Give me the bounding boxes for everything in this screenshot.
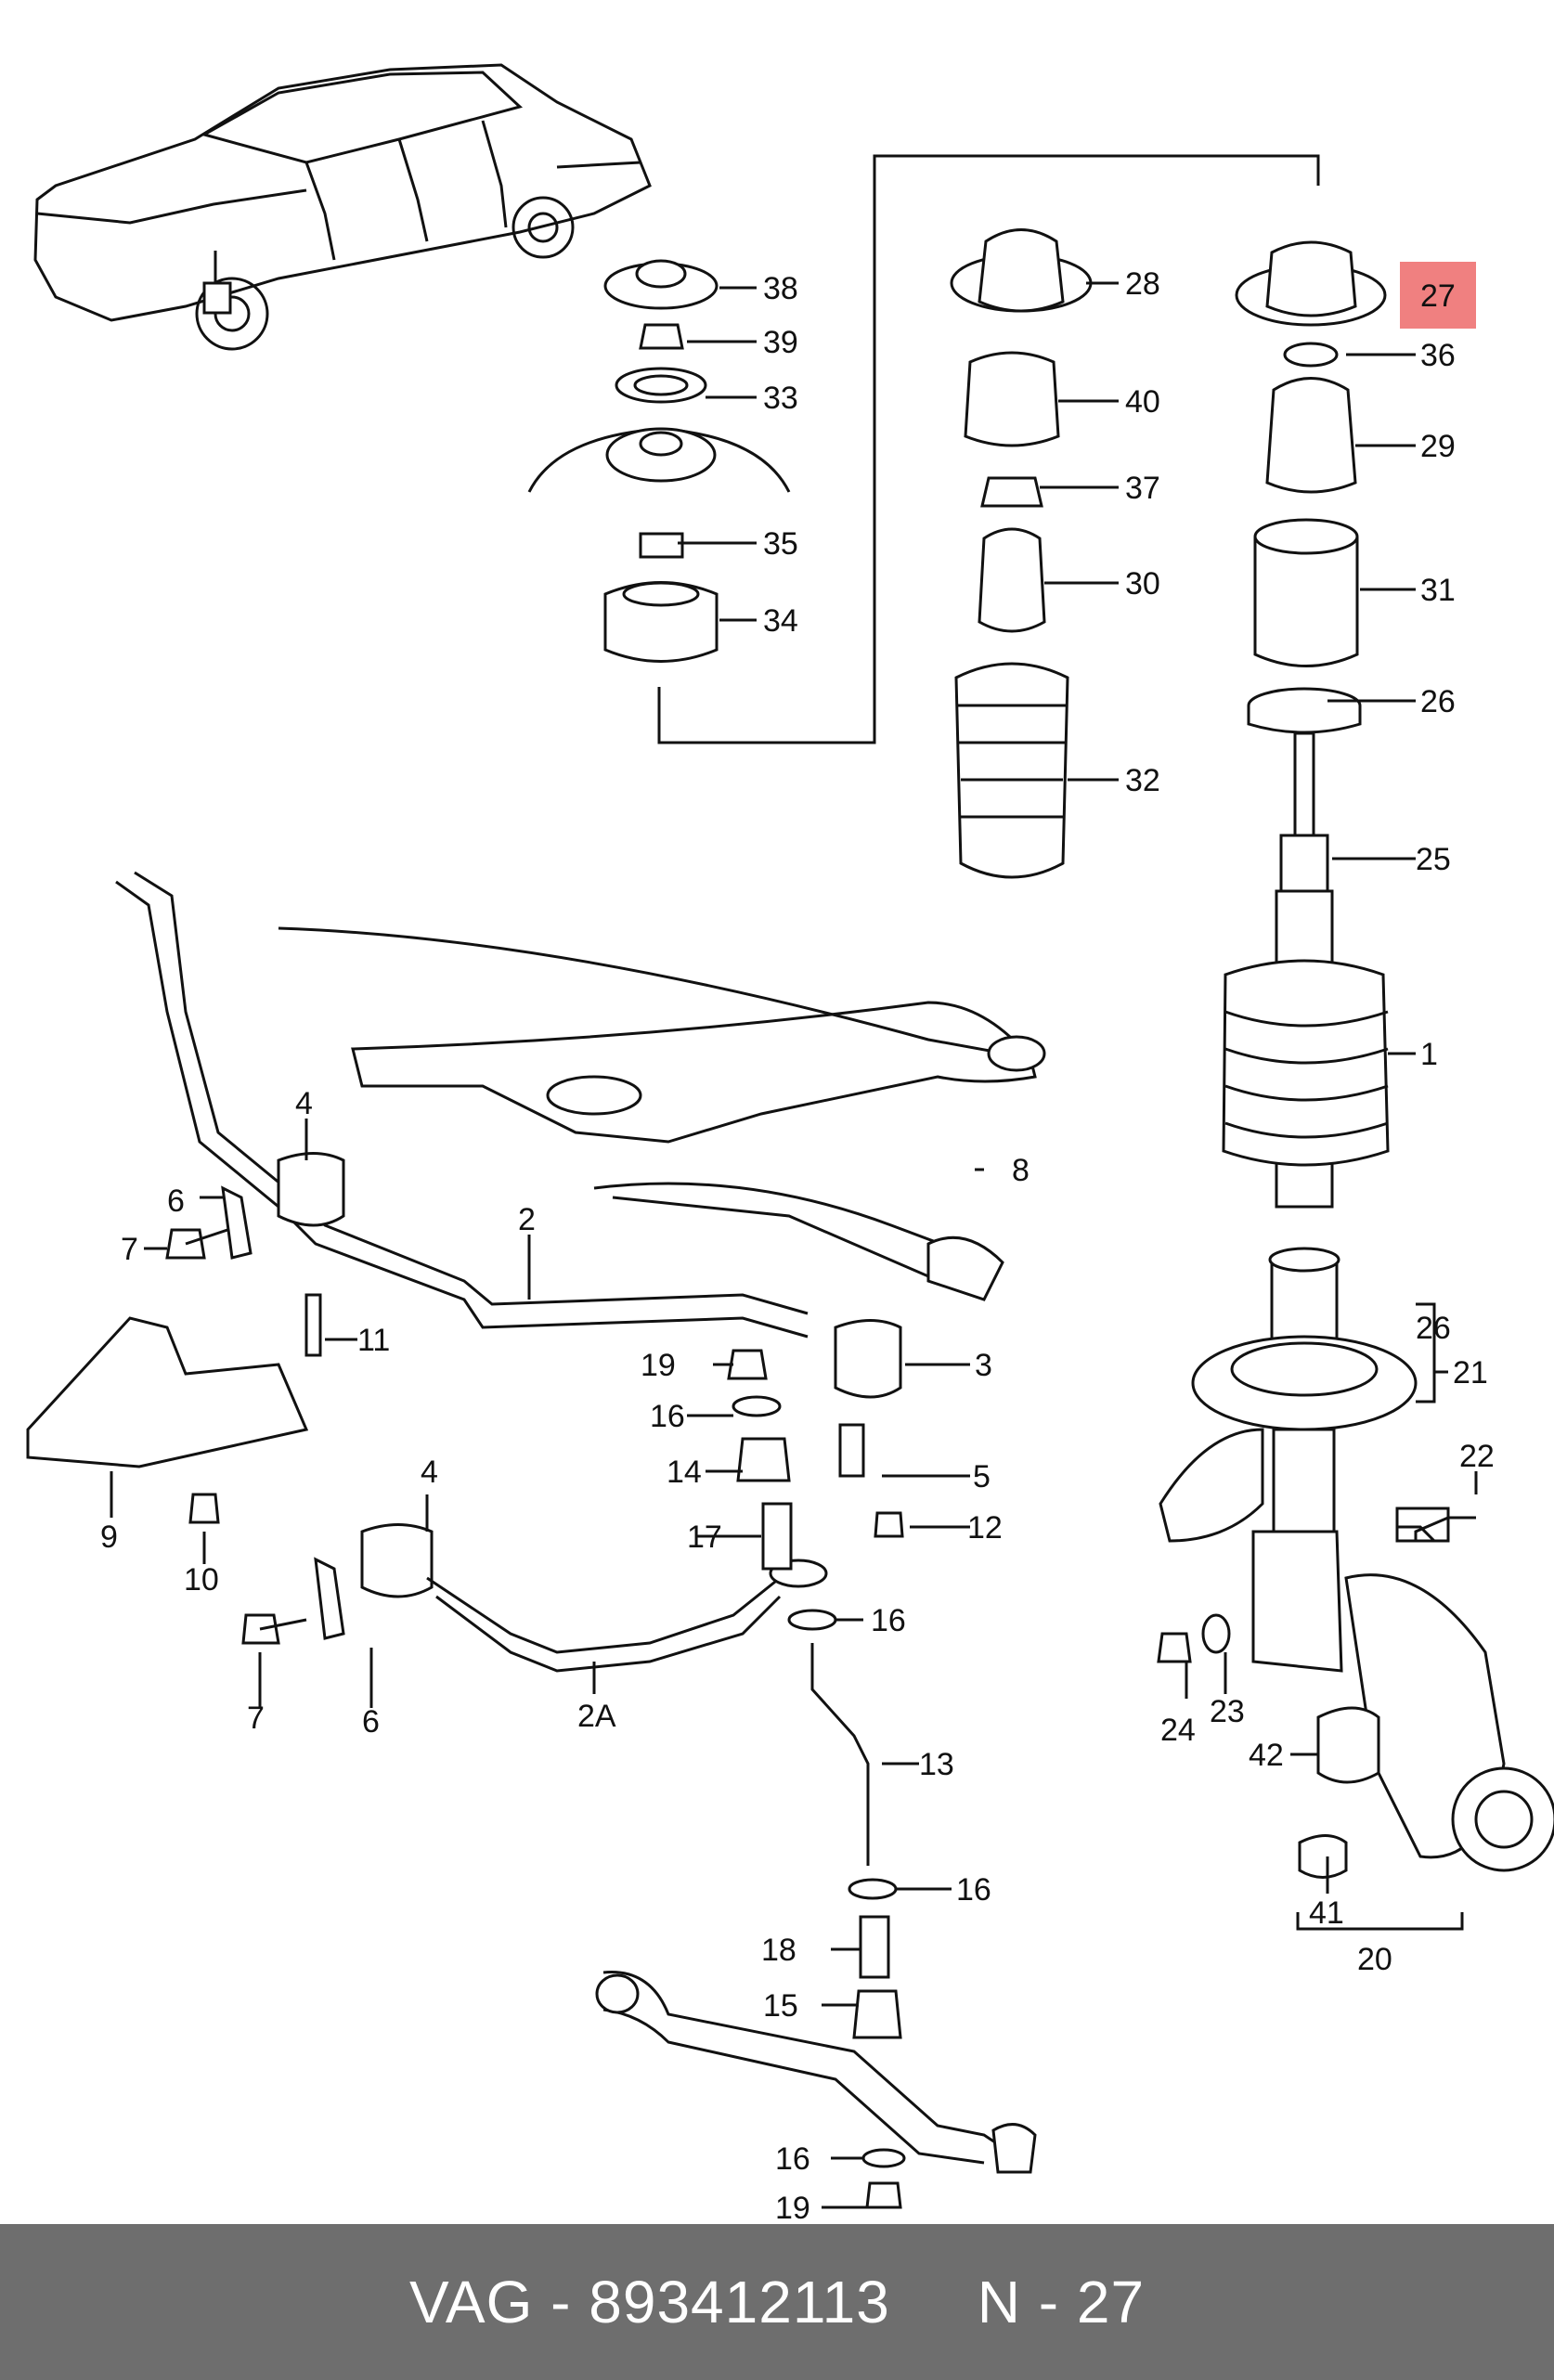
- callout-10: 10: [184, 1562, 219, 1597]
- callout-16-mid: 16: [871, 1603, 906, 1638]
- part-number-label: VAG - 893412113 N - 27: [408, 2269, 1146, 2335]
- callout-24: 24: [1160, 1713, 1196, 1748]
- callout-38: 38: [763, 271, 798, 306]
- callout-6-upper: 6: [167, 1184, 185, 1219]
- callout-4-upper: 4: [295, 1086, 313, 1121]
- callout-36: 36: [1420, 338, 1456, 373]
- callout-4-lower: 4: [421, 1455, 438, 1490]
- callout-9: 9: [100, 1520, 118, 1555]
- strut-assembly: [1157, 1247, 1554, 1879]
- callout-2a: 2A: [577, 1699, 616, 1734]
- callout-12: 12: [967, 1510, 1003, 1546]
- group-bracket: [657, 154, 1320, 744]
- callout-1: 1: [1420, 1037, 1438, 1072]
- callout-13: 13: [919, 1747, 954, 1782]
- callout-29: 29: [1420, 429, 1456, 464]
- footer-bar: VAG - 893412113 N - 27: [0, 2224, 1554, 2380]
- callout-16-lower: 16: [956, 1872, 991, 1908]
- callout-34: 34: [763, 603, 798, 639]
- callout-16-bottom: 16: [775, 2141, 810, 2177]
- column-c-parts: [1222, 240, 1390, 1209]
- car-illustration: [33, 63, 652, 351]
- callout-39: 39: [763, 325, 798, 360]
- callout-21: 21: [1453, 1355, 1488, 1390]
- callout-14: 14: [667, 1455, 702, 1490]
- callout-16-upper: 16: [650, 1399, 685, 1434]
- callout-26-bracket: 26: [1416, 1311, 1451, 1346]
- callout-35: 35: [763, 526, 798, 562]
- callout-27: 27: [1420, 278, 1456, 314]
- callout-2: 2: [518, 1202, 536, 1237]
- column-a-parts: [527, 259, 791, 663]
- callout-19-bottom: 19: [775, 2191, 810, 2224]
- callout-6-lower: 6: [362, 1704, 380, 1740]
- callout-40: 40: [1125, 384, 1160, 420]
- callout-3: 3: [975, 1348, 992, 1383]
- callout-18: 18: [761, 1933, 796, 1968]
- callout-17: 17: [687, 1520, 722, 1555]
- callout-28: 28: [1125, 266, 1160, 302]
- callout-41: 41: [1309, 1895, 1344, 1931]
- callout-22: 22: [1459, 1439, 1495, 1474]
- callout-42: 42: [1249, 1738, 1284, 1773]
- callout-33: 33: [763, 381, 798, 416]
- callout-19-upper: 19: [641, 1348, 676, 1383]
- callout-8: 8: [1012, 1153, 1030, 1188]
- subframe-and-stabilizer: [115, 871, 1046, 1673]
- callout-23: 23: [1210, 1694, 1245, 1729]
- callout-25: 25: [1416, 842, 1451, 877]
- highlight-box: [1400, 262, 1476, 329]
- callout-7-lower: 7: [247, 1701, 265, 1736]
- callout-7-upper: 7: [121, 1232, 138, 1267]
- callout-5: 5: [973, 1459, 991, 1494]
- leader-lines: [110, 281, 1478, 2209]
- callout-labels: 38 39 33 35 34 28 40 37 30 32 27 36 29 3…: [100, 266, 1495, 2224]
- parts-diagram: 38 39 33 35 34 28 40 37 30 32 27 36 29 3…: [26, 63, 1554, 2224]
- callout-37: 37: [1125, 471, 1160, 506]
- column-b-parts: [950, 228, 1093, 879]
- callout-31: 31: [1420, 573, 1456, 608]
- callout-11: 11: [357, 1323, 390, 1358]
- callout-30: 30: [1125, 566, 1160, 601]
- callout-15: 15: [763, 1988, 798, 2024]
- callout-32: 32: [1125, 763, 1160, 798]
- callout-20: 20: [1357, 1942, 1392, 1977]
- hardware-parts: [26, 1185, 1037, 2209]
- callout-26: 26: [1420, 684, 1456, 719]
